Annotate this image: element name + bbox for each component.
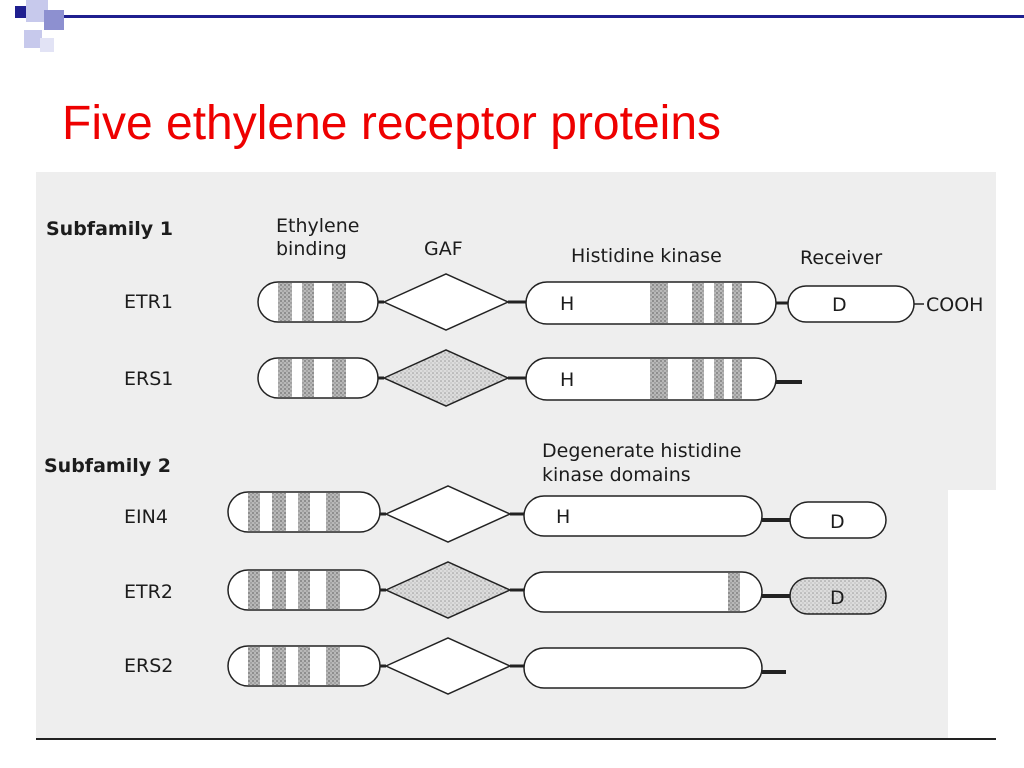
protein-name-etr2: ETR2 (124, 581, 173, 603)
protein-etr1: ETR1 H D COOH (124, 273, 983, 331)
transmembrane-band (326, 571, 340, 609)
histidine-mark: H (556, 506, 570, 528)
gaf-domain (382, 349, 510, 407)
receptor-diagram: Subfamily 1 Ethylene binding GAF Histidi… (36, 172, 996, 740)
gaf-domain (384, 485, 512, 543)
transmembrane-band (248, 647, 260, 685)
ethylene-binding-label-line2: binding (276, 238, 347, 260)
protein-name-ers1: ERS1 (124, 368, 173, 390)
corner-square-3 (26, 0, 48, 22)
histidine-kinase-label: Histidine kinase (571, 245, 722, 267)
kinase-motif-band (650, 283, 668, 323)
transmembrane-band (332, 359, 346, 397)
transmembrane-band (298, 647, 310, 685)
scan-white-patch (948, 490, 996, 738)
kinase-motif-band (714, 359, 724, 399)
corner-decoration (0, 0, 1024, 52)
transmembrane-band (278, 283, 292, 321)
receiver-domain (789, 501, 887, 539)
degenerate-kinase-label-line1: Degenerate histidine (542, 440, 741, 462)
protein-etr2: ETR2 D (124, 561, 887, 619)
subfamily-2-label: Subfamily 2 (44, 455, 171, 477)
transmembrane-band (272, 647, 286, 685)
degenerate-kinase-domain (523, 647, 763, 689)
transmembrane-band (298, 571, 310, 609)
protein-name-ers2: ERS2 (124, 655, 173, 677)
corner-square-2 (15, 6, 27, 18)
histidine-mark: H (560, 293, 574, 315)
kinase-motif-band (732, 359, 742, 399)
gaf-label: GAF (424, 238, 463, 260)
transmembrane-band (302, 359, 314, 397)
gaf-domain (384, 561, 512, 619)
receiver-domain (789, 577, 887, 615)
ethylene-binding-domain (257, 357, 379, 399)
transmembrane-band (248, 571, 260, 609)
transmembrane-band (326, 647, 340, 685)
transmembrane-band (272, 493, 286, 531)
transmembrane-band (326, 493, 340, 531)
aspartate-mark: D (830, 511, 845, 533)
protein-ers1: ERS1 H (124, 349, 802, 407)
kinase-motif-band (728, 573, 740, 611)
histidine-mark: H (560, 369, 574, 391)
degenerate-kinase-label-line2: kinase domains (542, 464, 691, 486)
slide-title: Five ethylene receptor proteins (62, 97, 722, 150)
protein-name-etr1: ETR1 (124, 291, 173, 313)
kinase-motif-band (714, 283, 724, 323)
kinase-motif-band (650, 359, 668, 399)
ethylene-binding-label-line1: Ethylene (276, 215, 359, 237)
degenerate-kinase-domain (523, 495, 763, 537)
receiver-label: Receiver (800, 247, 882, 269)
aspartate-mark: D (830, 587, 845, 609)
kinase-motif-band (692, 283, 704, 323)
cooh-terminus-label: COOH (926, 294, 983, 316)
aspartate-mark: D (832, 294, 847, 316)
receiver-domain (787, 285, 915, 323)
header-rule (62, 15, 1024, 18)
transmembrane-band (278, 359, 292, 397)
gaf-domain (382, 273, 510, 331)
transmembrane-band (302, 283, 314, 321)
transmembrane-band (248, 493, 260, 531)
transmembrane-band (298, 493, 310, 531)
corner-square-4 (44, 10, 64, 30)
protein-name-ein4: EIN4 (124, 506, 168, 528)
ethylene-binding-domain (257, 281, 379, 323)
subfamily-1-label: Subfamily 1 (46, 218, 173, 240)
degenerate-kinase-domain (523, 571, 763, 613)
protein-ers2: ERS2 (124, 637, 786, 695)
transmembrane-band (332, 283, 346, 321)
protein-ein4: EIN4 H D (124, 485, 887, 543)
corner-square-5 (24, 30, 42, 48)
kinase-motif-band (692, 359, 704, 399)
corner-square-6 (40, 38, 54, 52)
kinase-motif-band (732, 283, 742, 323)
gaf-domain (384, 637, 512, 695)
transmembrane-band (272, 571, 286, 609)
